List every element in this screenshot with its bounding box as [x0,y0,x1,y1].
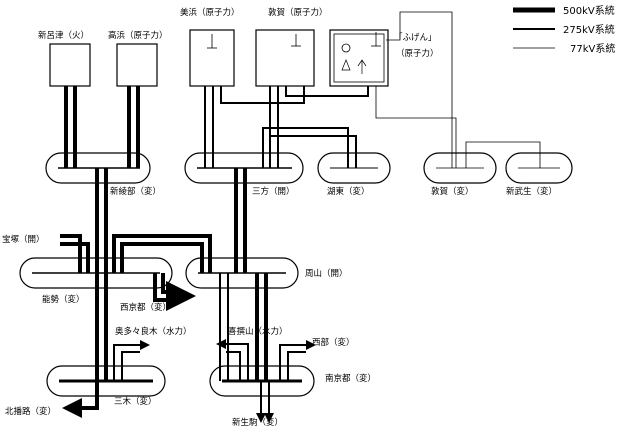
station-takarazuka-label: 宝塚（開） [2,234,45,245]
station-nishi-kyoto-label: 西京都（変） [120,302,171,313]
station-tsuruga: 敦賀（変） [423,152,497,197]
plant-takahama-box [116,43,158,87]
station-nose-label: 能勢（変） [42,294,85,305]
station-minami-kyoto-label: 南京都（変） [325,373,376,384]
lines-77kv [375,11,541,168]
generator-icon [341,43,351,53]
lines-275kv [113,86,369,414]
station-shin-takefu-label: 新武生（変） [506,186,557,197]
station-tsuruga-label: 敦賀（変） [431,186,474,197]
station-miki-label: 三木（変） [114,396,157,407]
station-mikata-label: 三方（開） [252,186,295,197]
station-shin-ryobu: 新綾部（変） [45,152,161,197]
plant-shin-onyu-box [49,43,91,87]
plant-fugen-name: 「ふげん」 [394,33,437,43]
plant-shin-onyu: 新呂津（火） [38,30,91,87]
plant-takahama: 高浜（原子力） [108,30,168,87]
legend-500kv-label: 500kV系統 [563,4,615,17]
station-reito: 湖東（変） [317,152,391,197]
plant-fugen: 「ふげん」 （原子力） [329,29,439,87]
station-suzan: 周山（開） [185,257,348,289]
legend-77kv-label: 77kV系統 [570,42,615,55]
plant-mihama-label: 美浜（原子力） [180,7,240,18]
station-suzan-label: 周山（開） [305,268,348,279]
station-shin-ikoma-label: 新生駒（変） [232,417,283,428]
station-shin-ryobu-label: 新綾部（変） [110,186,161,197]
legend-275kv-label: 275kV系統 [563,23,615,36]
plant-mihama: 美浜（原子力） [180,7,240,87]
legend: 500kV系統 275kV系統 77kV系統 [513,4,615,55]
station-nishibu-label: 西部（変） [312,337,355,348]
plant-tsuruga-label: 敦賀（原子力） [268,7,328,18]
station-shin-takefu: 新武生（変） [505,152,573,197]
plant-tsuruga: 敦賀（原子力） [255,7,328,87]
lines-500kv [60,86,268,410]
plant-takahama-label: 高浜（原子力） [108,30,168,41]
station-minami-kyoto: 南京都（変） [209,365,376,397]
plant-shin-onyu-label: 新呂津（火） [38,30,89,41]
station-kita-harima-label: 北播路（変） [5,406,56,417]
station-reito-label: 湖東（変） [327,186,370,197]
plant-tsuruga-box [255,29,315,87]
plant-okutatara-label: 奥多々良木（水力） [115,326,192,337]
plant-fugen-box [329,29,389,87]
plant-fugen-type: （原子力） [396,48,439,59]
